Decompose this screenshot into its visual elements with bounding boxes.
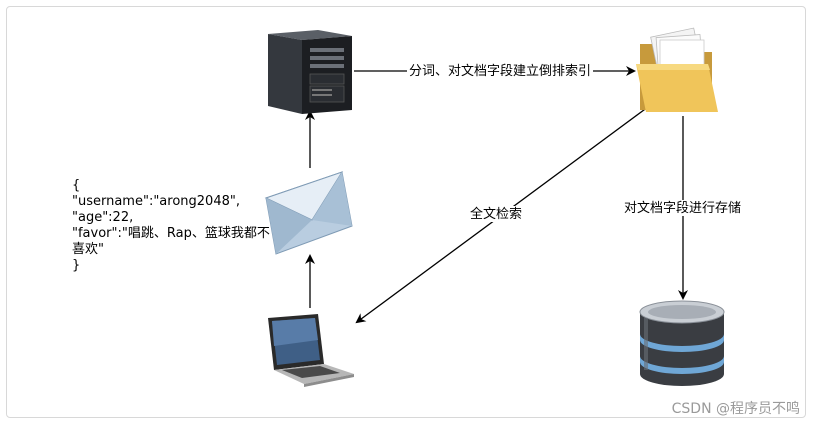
laptop-icon: [262, 312, 356, 393]
edge-label-folder-to-database: 对文档字段进行存储: [622, 200, 744, 216]
document-json: { "username":"arong2048", "age":22, "fav…: [72, 178, 272, 274]
edge-label-server-to-folder: 分词、对文档字段建立倒排索引: [407, 63, 594, 79]
json-line: "username":"arong2048",: [72, 194, 240, 209]
json-line: }: [72, 258, 81, 273]
folder-icon: [634, 24, 720, 121]
json-line: "favor":"唱跳、Rap、篮球我都不: [72, 226, 270, 241]
envelope-icon: [262, 168, 356, 263]
server-icon: [264, 26, 356, 121]
watermark: CSDN @程序员不鸣: [671, 401, 800, 417]
json-line: {: [72, 178, 81, 193]
edge-label-folder-to-laptop: 全文检索: [468, 206, 525, 222]
json-line: "age":22,: [72, 210, 134, 225]
database-icon: [636, 298, 728, 395]
json-line: 喜欢": [72, 242, 104, 257]
